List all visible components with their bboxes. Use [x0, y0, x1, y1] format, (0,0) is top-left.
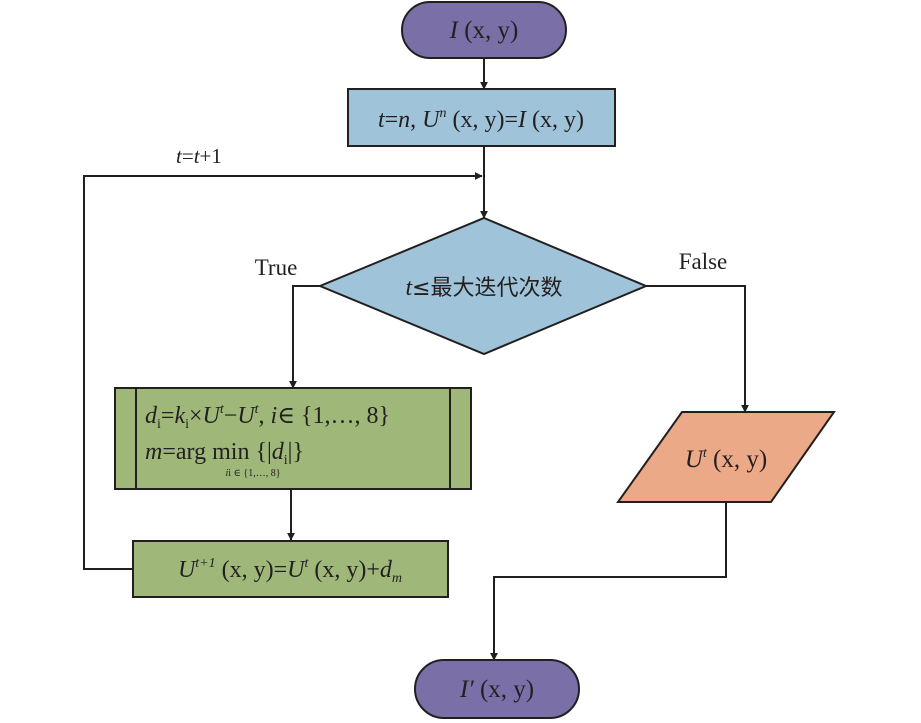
start-label: I (x, y): [449, 17, 519, 44]
init-process: [347, 88, 616, 147]
loop-label: t=t+1: [176, 144, 222, 168]
output-label: Ut (x, y): [685, 446, 767, 473]
compute-line-2: m=arg min {|di|}: [145, 439, 304, 468]
update-label: Ut+1 (x, y)=Ut (x, y)+dm: [178, 556, 402, 586]
compute-process: [114, 387, 472, 490]
true-label: True: [255, 255, 298, 280]
update-process: [132, 540, 449, 598]
output-data: [616, 411, 836, 503]
compute-line-1: di=ki×Ut−Ut, i∈ {1,…, 8}: [145, 402, 390, 432]
end-label: I′ (x, y): [459, 676, 534, 703]
decision-label: t≤最大迭代次数: [405, 275, 562, 301]
argmin-subscript: ii ∈ {1,…, 8}: [225, 468, 280, 479]
decision-diamond: [317, 216, 649, 356]
false-label: False: [679, 249, 728, 274]
start-terminal: [401, 1, 567, 59]
arrow-output-to-end: [490, 502, 727, 661]
loop-back-arrow: [83, 172, 483, 570]
end-terminal: [414, 659, 580, 719]
arrow-true-branch: [289, 285, 320, 389]
init-label: t=n, Un (x, y)=I (x, y): [378, 106, 584, 133]
arrow-false-branch: [646, 285, 749, 413]
